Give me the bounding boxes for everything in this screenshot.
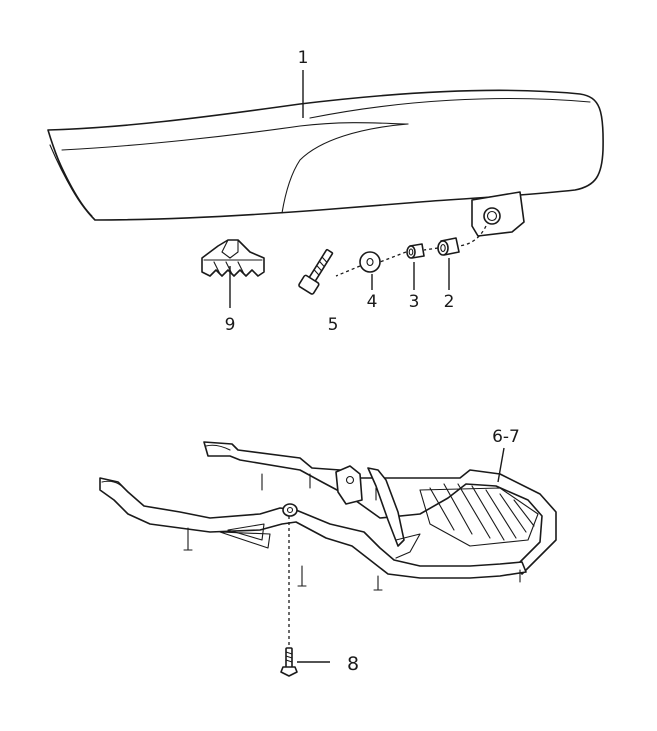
left-triangle-brace	[219, 531, 271, 549]
bolt-5-head	[298, 274, 320, 295]
seat-body	[47, 89, 604, 221]
seat-clip	[201, 239, 265, 277]
peg-left-1	[183, 527, 193, 551]
seat-pan-edge-inner	[54, 151, 93, 217]
peg-lower-2	[373, 575, 383, 591]
collar-2-face	[437, 240, 449, 256]
rear-frame	[99, 441, 557, 591]
clip-ridge	[221, 239, 239, 259]
callout-bolt-8: 8	[347, 653, 359, 675]
frame-mount-bracket	[335, 465, 363, 505]
callout-clip: 9	[225, 315, 236, 335]
spacer-3-face	[406, 245, 416, 259]
lower-left-rail	[99, 477, 527, 579]
cross-member	[367, 467, 405, 547]
seat-assembly	[47, 89, 604, 237]
clip-body	[201, 239, 265, 277]
lower-left-rail-tab	[101, 480, 125, 489]
rack-hatch	[429, 483, 535, 541]
rack-inner-plate	[419, 487, 539, 547]
callout-spacer-3: 3	[409, 292, 420, 312]
collar-2-hole	[440, 243, 446, 253]
bracket-hole-inner	[486, 210, 498, 222]
bolt-5-shank	[308, 248, 334, 283]
bolt-5-threads	[313, 256, 328, 276]
callout-rear-frame: 6-7	[492, 427, 520, 447]
bolt-8-threads	[285, 651, 293, 663]
bracket-hole	[483, 207, 501, 225]
left-triangle-inner	[227, 523, 265, 541]
front-mount-eyelet-hole	[286, 506, 294, 514]
seat-side-contour	[281, 123, 409, 214]
bolt-8	[280, 647, 298, 677]
collar-2	[437, 237, 460, 256]
clip-teeth	[203, 259, 263, 275]
seat-cover-seam	[61, 122, 409, 151]
bolt-5	[298, 248, 334, 295]
bolt-8-head	[280, 666, 298, 677]
peg-lower-1	[297, 565, 307, 587]
frame-mount-hole	[345, 475, 355, 485]
spacer-3-hole	[408, 248, 414, 256]
callout-bolt-5: 5	[328, 315, 339, 335]
callout-washer-4: 4	[367, 292, 378, 312]
washer-4	[359, 251, 381, 273]
front-mount-eyelet	[282, 503, 298, 517]
callout-collar-2: 2	[444, 292, 455, 312]
lower-brace	[395, 533, 421, 559]
assembly-path-seat	[335, 225, 487, 277]
spacer-3	[406, 243, 425, 259]
upper-left-rail-tab	[205, 444, 231, 451]
seat-rear-ridge	[309, 97, 591, 119]
washer-4-hole	[366, 257, 374, 267]
washer-4-outer	[359, 251, 381, 273]
leader-rear-frame	[497, 447, 505, 483]
callout-seat: 1	[298, 48, 309, 68]
